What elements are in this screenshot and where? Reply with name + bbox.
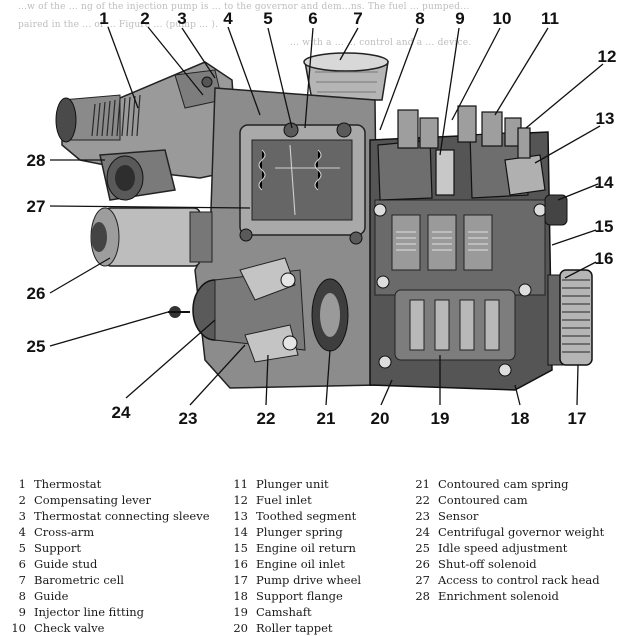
leader-lines [49,26,604,406]
callout-24: 24 [112,403,131,422]
faint-text-line: paired in the ... of ... Figure ... (pum… [18,20,219,30]
callout-18: 18 [511,409,530,428]
callout-3: 3 [177,9,186,28]
callout-7: 7 [353,9,362,28]
callout-15: 15 [595,217,614,236]
callout-26: 26 [27,284,46,303]
callout-28: 28 [27,151,46,170]
injection-pump-diagram: 1 2 3 4 5 6 7 8 9 10 11 12 13 14 15 16 1… [27,9,617,428]
injector-fittings [377,105,546,201]
callout-8: 8 [415,9,424,28]
enrichment-solenoid [99,149,176,201]
callout-21: 21 [317,409,336,428]
callout-14: 14 [595,173,614,192]
callout-numbers: 1 2 3 4 5 6 7 8 9 10 11 12 13 14 15 16 1… [27,9,617,428]
callout-23: 23 [179,409,198,428]
callout-20: 20 [371,409,390,428]
callout-5: 5 [263,9,272,28]
callout-1: 1 [99,9,108,28]
drive-end [544,194,593,366]
callout-16: 16 [595,249,614,268]
callout-27: 27 [27,197,46,216]
callout-19: 19 [431,409,450,428]
centrifugal-governor [168,257,349,363]
callout-2: 2 [140,9,149,28]
faint-text-line: ...w of the ... ng of the injection pump… [18,2,470,12]
callout-13: 13 [596,109,615,128]
faint-header-text: ...w of the ... ng of the injection pump… [0,0,640,60]
callout-22: 22 [257,409,276,428]
callout-6: 6 [308,9,317,28]
shut-off-solenoid [90,207,213,267]
callout-17: 17 [568,409,587,428]
callout-12: 12 [598,47,617,66]
callout-9: 9 [455,9,464,28]
callout-11: 11 [541,9,559,28]
callout-10: 10 [493,9,512,28]
thermostat-housing [55,61,239,179]
callout-4: 4 [223,9,233,28]
faint-text-line: ... with a ... ... control and a ... dev… [290,38,472,48]
pump-illustration [55,52,593,391]
callout-25: 25 [27,337,46,356]
